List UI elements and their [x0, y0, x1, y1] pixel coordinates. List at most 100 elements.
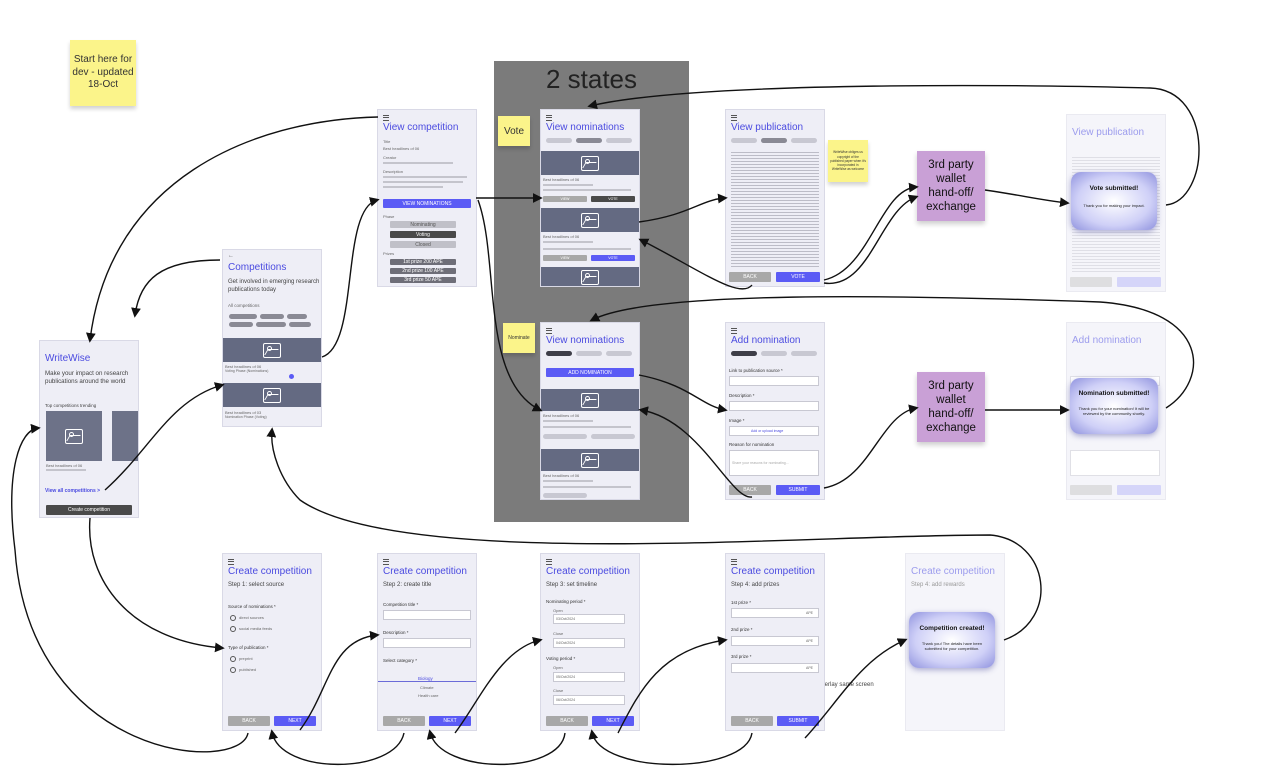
radio-icon[interactable]	[230, 667, 236, 673]
filter-chip[interactable]	[229, 314, 257, 319]
filter-chip[interactable]	[287, 314, 307, 319]
reason-textarea[interactable]	[729, 450, 819, 476]
date-input[interactable]	[553, 695, 625, 705]
category-option[interactable]: Health care	[418, 693, 439, 698]
vote-button[interactable]: VOTE	[591, 255, 635, 261]
radio-option[interactable]: published	[239, 667, 257, 672]
field-label: 3rd prize *	[731, 654, 752, 659]
radio-option[interactable]: direct sources	[239, 615, 264, 620]
vote-button[interactable]: VOTE	[776, 272, 820, 282]
description-input[interactable]	[729, 401, 819, 411]
next-button[interactable]: NEXT	[274, 716, 316, 726]
filter-chip[interactable]	[229, 322, 253, 327]
back-button[interactable]: BACK	[383, 716, 425, 726]
next-button[interactable]: NEXT	[429, 716, 471, 726]
title-input[interactable]	[383, 610, 471, 620]
filter-chip[interactable]	[260, 314, 284, 319]
modal-text: Thank you for your nomination! It will b…	[1078, 406, 1150, 416]
tab-pill[interactable]	[606, 351, 632, 356]
filter-chip[interactable]	[256, 322, 286, 327]
home-card-image-2[interactable]	[112, 411, 138, 461]
menu-icon[interactable]	[383, 115, 389, 121]
tab-pill[interactable]	[546, 138, 572, 143]
tab-pill[interactable]	[576, 138, 602, 143]
add-nomination-title: Add nomination	[1072, 335, 1142, 346]
radio-icon[interactable]	[230, 615, 236, 621]
nomination-action[interactable]	[543, 493, 587, 498]
tab-pill[interactable]	[606, 138, 632, 143]
menu-icon[interactable]	[383, 559, 389, 565]
link-input[interactable]	[729, 376, 819, 386]
competition-card-image[interactable]	[223, 383, 321, 407]
back-button[interactable]: BACK	[228, 716, 270, 726]
back-button[interactable]: BACK	[729, 485, 771, 495]
publication-note-text: WriteWise obliges us copyright of the pu…	[830, 150, 866, 172]
home-create-button[interactable]: Create competition	[46, 505, 132, 515]
menu-icon[interactable]	[731, 115, 737, 121]
menu-icon[interactable]	[228, 559, 234, 565]
nomination-action[interactable]	[591, 434, 635, 439]
reason-placeholder: Share your reasons for nominating...	[732, 461, 789, 465]
home-view-all-link[interactable]: View all competitions >	[45, 488, 101, 494]
add-nomination-button[interactable]: ADD NOMINATION	[546, 368, 634, 377]
menu-icon[interactable]	[731, 559, 737, 565]
image-upload[interactable]	[729, 426, 819, 436]
back-button[interactable]: BACK	[546, 716, 588, 726]
tab-pill[interactable]	[761, 351, 787, 356]
field-label: Description	[383, 169, 404, 174]
tab-pill[interactable]	[546, 351, 572, 356]
tab-pill[interactable]	[731, 351, 757, 356]
date-input[interactable]	[553, 672, 625, 682]
menu-icon[interactable]	[546, 328, 552, 334]
upload-label[interactable]: Add or upload image	[751, 429, 784, 433]
submit-button[interactable]: SUBMIT	[777, 716, 819, 726]
open-label: Open	[553, 665, 563, 670]
menu-icon[interactable]	[546, 115, 552, 121]
view-button[interactable]: VIEW	[543, 255, 587, 261]
start-sticky-note: Start here for dev - updated 18-Oct	[70, 40, 136, 106]
home-card-image[interactable]	[46, 411, 102, 461]
back-button[interactable]: BACK	[731, 716, 773, 726]
prize-input[interactable]	[731, 608, 819, 618]
menu-icon[interactable]	[731, 328, 737, 334]
radio-option[interactable]: preprint	[239, 656, 253, 661]
radio-icon[interactable]	[230, 626, 236, 632]
vote-button[interactable]: VOTE	[591, 196, 635, 202]
modal-text: Thank you for making your impact.	[1083, 203, 1145, 208]
radio-icon[interactable]	[230, 656, 236, 662]
nomination-caption: Best headlines of 06	[543, 413, 580, 418]
view-button[interactable]: VIEW	[543, 196, 587, 202]
nomination-image[interactable]	[541, 449, 639, 471]
nomination-image[interactable]	[541, 267, 639, 286]
field-label: Title	[383, 139, 391, 144]
prize-input[interactable]	[731, 663, 819, 673]
tab-pill[interactable]	[761, 138, 787, 143]
description-input[interactable]	[383, 638, 471, 648]
nomination-image[interactable]	[541, 389, 639, 411]
back-arrow-icon[interactable]: ←	[228, 253, 234, 259]
category-option[interactable]: Climate	[420, 685, 434, 690]
tab-pill[interactable]	[791, 138, 817, 143]
next-button[interactable]: NEXT	[592, 716, 634, 726]
radio-option[interactable]: social media feeds	[239, 626, 273, 631]
nomination-image[interactable]	[541, 208, 639, 232]
date-input[interactable]	[553, 638, 625, 648]
nomination-image[interactable]	[541, 151, 639, 175]
filter-chip[interactable]	[289, 322, 311, 327]
submit-button[interactable]: SUBMIT	[776, 485, 820, 495]
prize-2: 2nd prize 100 APE	[390, 268, 456, 274]
tab-pill[interactable]	[731, 138, 757, 143]
view-nominations-button[interactable]: VIEW NOMINATIONS	[383, 199, 471, 208]
field-label: Voting period *	[546, 656, 576, 661]
tab-pill[interactable]	[791, 351, 817, 356]
prize-input[interactable]	[731, 636, 819, 646]
menu-icon[interactable]	[546, 559, 552, 565]
competitions-filter[interactable]: All competitions	[228, 303, 260, 308]
tab-pill[interactable]	[576, 351, 602, 356]
nomination-action[interactable]	[543, 434, 587, 439]
competition-card-image[interactable]	[223, 338, 321, 362]
back-button[interactable]: BACK	[729, 272, 771, 282]
date-input[interactable]	[553, 614, 625, 624]
category-option[interactable]: Biology	[418, 676, 433, 681]
